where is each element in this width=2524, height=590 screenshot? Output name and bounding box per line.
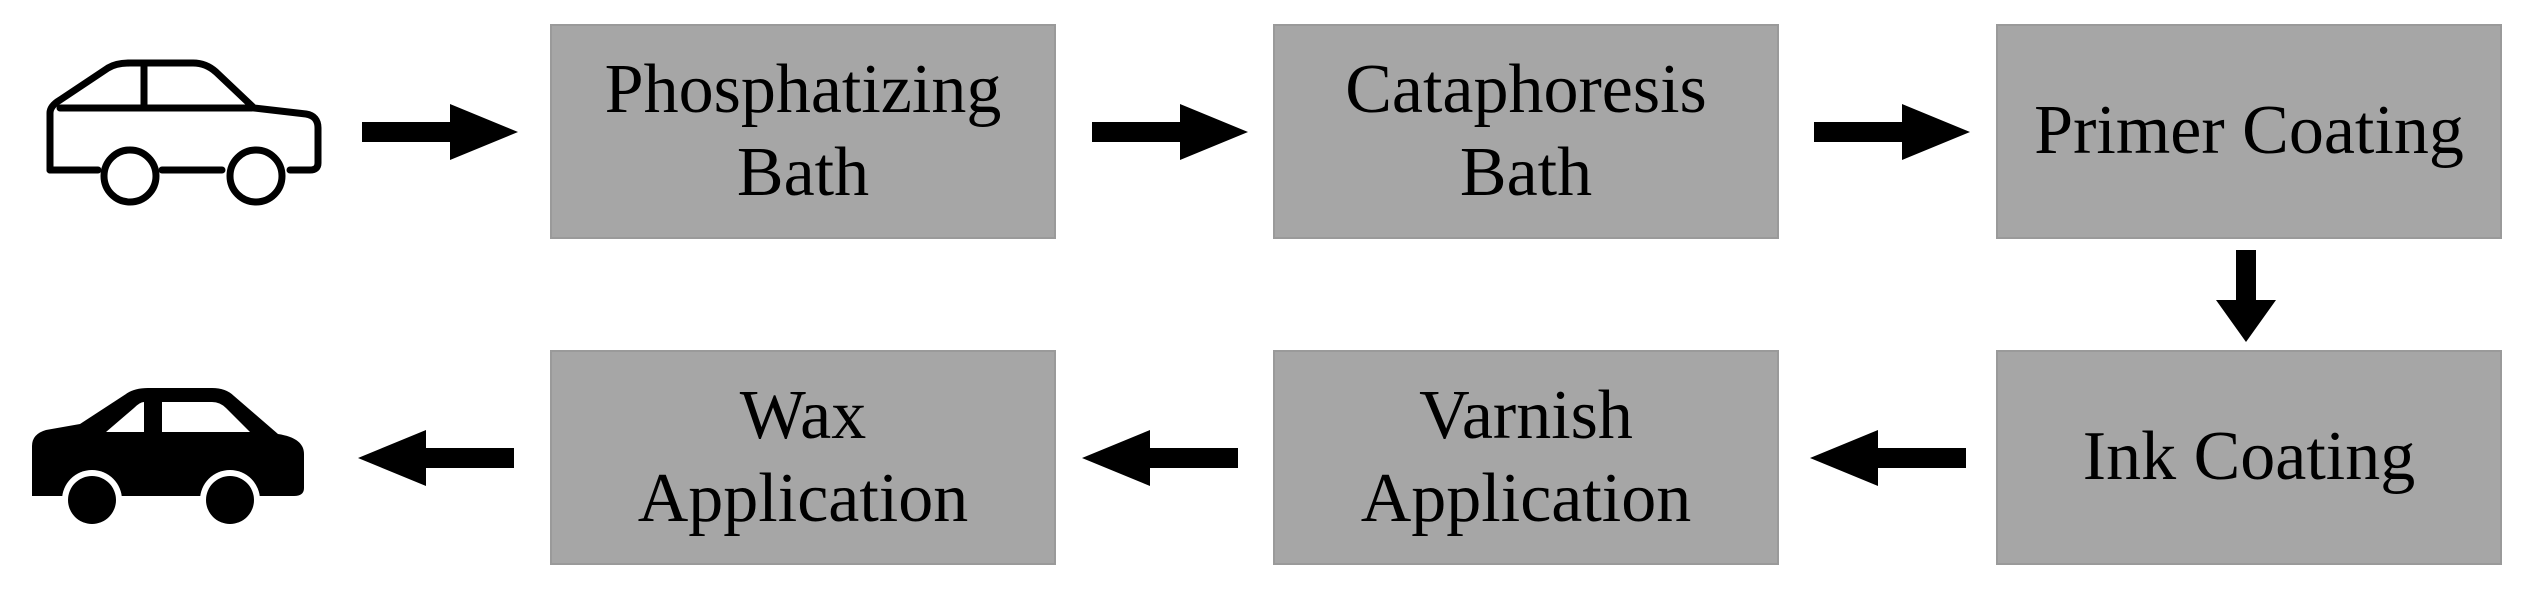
car-filled-icon [32,388,304,530]
car-outline-icon [46,59,322,206]
step-label-line2: Application [637,459,969,537]
step-label-line1: Phosphatizing [604,50,1002,128]
arrow-down-icon [2216,250,2276,342]
step-label-line1: Varnish [1419,376,1633,454]
arrow-left-icon [1082,430,1238,486]
step-wax-application: Wax Application [550,350,1056,565]
arrow-right-icon [1814,104,1970,160]
step-label-line1: Cataphoresis [1345,50,1707,128]
step-label-line1: Ink Coating [2082,418,2416,496]
arrow-right-icon [362,104,518,160]
arrow-left-icon [1810,430,1966,486]
step-label-line2: Application [1360,459,1692,537]
step-cataphoresis-bath: Cataphoresis Bath [1273,24,1779,239]
step-ink-coating: Ink Coating [1996,350,2502,565]
step-label-line2: Bath [1459,133,1593,211]
step-phosphatizing-bath: Phosphatizing Bath [550,24,1056,239]
step-label-line2: Bath [736,133,870,211]
arrow-right-icon [1092,104,1248,160]
step-label-line1: Wax [739,376,867,454]
step-label-line1: Primer Coating [2034,92,2464,170]
step-primer-coating: Primer Coating [1996,24,2502,239]
step-varnish-application: Varnish Application [1273,350,1779,565]
arrow-left-icon [358,430,514,486]
